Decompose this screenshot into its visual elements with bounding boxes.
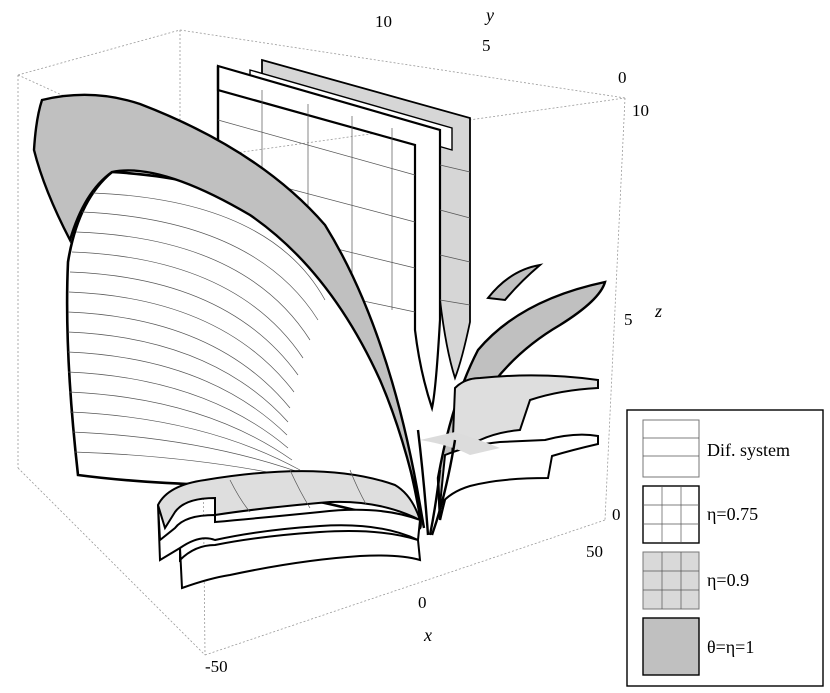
right-side-surfaces: [420, 263, 607, 521]
central-cusp-lines: [416, 429, 457, 536]
x-tick: -50: [205, 657, 228, 676]
legend-label: Dif. system: [707, 440, 790, 460]
legend-item-dif-system: Dif. system: [642, 419, 790, 478]
y-axis-label: y: [484, 5, 494, 25]
x-axis-label: x: [423, 625, 432, 645]
upper-left-gray-surface: [32, 93, 426, 529]
y-axis-ticks: 10 5 0: [375, 12, 627, 87]
x-tick: 50: [586, 542, 603, 561]
z-axis-label: z: [654, 301, 662, 321]
legend-item-eta-09: η=0.9: [642, 551, 749, 610]
z-axis-ticks: 10 5 0: [612, 101, 649, 524]
legend-label: η=0.9: [707, 570, 749, 590]
legend-label: η=0.75: [707, 504, 758, 524]
lower-left-strips: [156, 469, 422, 590]
y-tick: 10: [375, 12, 392, 31]
x-tick: 0: [418, 593, 427, 612]
legend-label: θ=η=1: [707, 637, 754, 657]
z-tick: 10: [632, 101, 649, 120]
z-tick: 5: [624, 310, 633, 329]
y-tick: 5: [482, 36, 491, 55]
z-tick: 0: [612, 505, 621, 524]
y-tick: 0: [618, 68, 627, 87]
x-axis-ticks: -50 0 50: [205, 542, 603, 676]
legend-item-eta-075: η=0.75: [642, 485, 758, 544]
legend-item-theta-eta-1: θ=η=1: [642, 617, 754, 676]
legend: Dif. system η=0.75 η=0.9 θ=η=1: [626, 409, 824, 687]
